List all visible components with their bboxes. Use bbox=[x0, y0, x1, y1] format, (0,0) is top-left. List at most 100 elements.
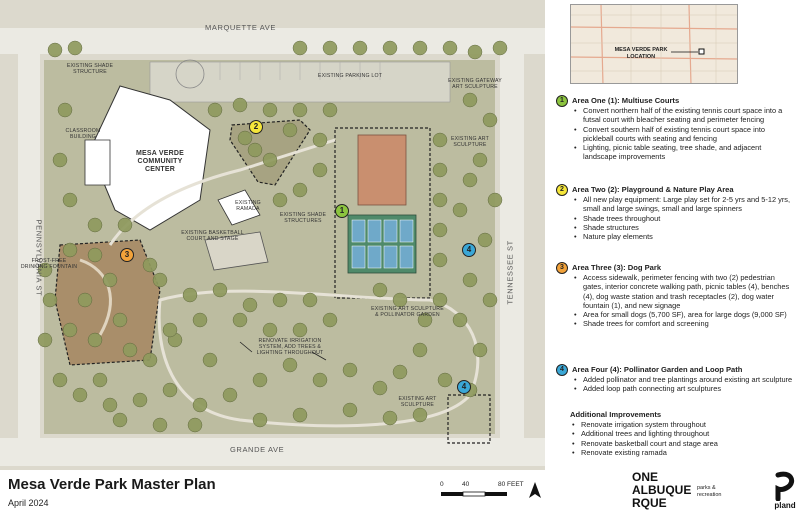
legend-title-one: Area One (1): Multiuse Courts bbox=[572, 96, 680, 105]
tree-icon bbox=[52, 372, 68, 388]
label-shade-structure-nw: EXISTING SHADE STRUCTURE bbox=[66, 63, 114, 75]
tree-icon bbox=[292, 322, 308, 338]
tree-icon bbox=[482, 112, 498, 128]
tree-icon bbox=[467, 44, 483, 60]
tree-icon bbox=[302, 292, 318, 308]
tree-icon bbox=[87, 217, 103, 233]
tree-icon bbox=[112, 412, 128, 428]
tree-icon bbox=[412, 342, 428, 358]
tree-icon bbox=[52, 152, 68, 168]
tree-icon bbox=[432, 162, 448, 178]
label-ramada: EXISTING RAMADA bbox=[235, 200, 261, 212]
tree-icon bbox=[292, 407, 308, 423]
classroom-building bbox=[84, 139, 111, 186]
tree-icon bbox=[392, 364, 408, 380]
tree-icon bbox=[472, 342, 488, 358]
tree-icon bbox=[432, 222, 448, 238]
tree-icon bbox=[62, 242, 78, 258]
scale-end: 80 FEET bbox=[498, 481, 524, 488]
tree-icon bbox=[312, 162, 328, 178]
site-plan-map: MARQUETTE AVE GRANDE AVE PENNSYLVANIA ST… bbox=[0, 0, 545, 470]
abq-logo-line: RQUE bbox=[632, 496, 667, 510]
badge-area-two: 2 bbox=[249, 120, 263, 134]
label-shade-structures: EXISTING SHADE STRUCTURES bbox=[279, 212, 327, 224]
list-item: Lighting, picnic table seating, tree sha… bbox=[574, 143, 794, 162]
tree-icon bbox=[312, 372, 328, 388]
pland-logo-icon bbox=[775, 471, 795, 502]
label-parking-lot: EXISTING PARKING LOT bbox=[317, 73, 383, 79]
label-basketball: EXISTING BASKETBALL COURT AND STAGE bbox=[181, 230, 244, 242]
street-label-west: PENNSYLVANIA ST bbox=[34, 219, 44, 297]
tree-icon bbox=[152, 417, 168, 433]
scale-bar-graphic bbox=[441, 491, 507, 497]
additional-improvements-title: Additional Improvements bbox=[570, 410, 662, 419]
footer-bar bbox=[0, 470, 800, 517]
tree-icon bbox=[432, 292, 448, 308]
label-irrigation: RENOVATE IRRIGATION SYSTEM, ADD TREES & … bbox=[256, 338, 324, 356]
list-item: Renovate existing ramada bbox=[572, 448, 792, 458]
tree-icon bbox=[412, 407, 428, 423]
tree-icon bbox=[462, 172, 478, 188]
tree-icon bbox=[132, 392, 148, 408]
tree-icon bbox=[102, 397, 118, 413]
tree-icon bbox=[62, 192, 78, 208]
legend-list-three: Access sidewalk, perimeter fencing with … bbox=[574, 273, 794, 329]
tree-icon bbox=[472, 152, 488, 168]
label-fountain: FROST-FREE DRINKING FOUNTAIN bbox=[20, 258, 78, 270]
label-art-ne: EXISTING ART SCULPTURE bbox=[450, 136, 490, 148]
list-item: Access sidewalk, perimeter fencing with … bbox=[574, 273, 794, 310]
park-location-marker bbox=[698, 48, 705, 55]
tree-icon bbox=[37, 262, 53, 278]
legend-badge-two: 2 bbox=[556, 184, 568, 196]
tree-icon bbox=[252, 372, 268, 388]
legend-title-two: Area Two (2): Playground & Nature Play A… bbox=[572, 185, 734, 194]
tree-icon bbox=[382, 410, 398, 426]
tree-icon bbox=[207, 102, 223, 118]
list-item: Renovate basketball court and stage area bbox=[572, 439, 792, 449]
futsal-court bbox=[357, 134, 407, 206]
additional-improvements-list: Renovate irrigation system throughout Ad… bbox=[572, 420, 792, 458]
tree-icon bbox=[182, 287, 198, 303]
list-item: Nature play elements bbox=[574, 232, 794, 242]
tree-icon bbox=[432, 192, 448, 208]
tree-icon bbox=[37, 332, 53, 348]
tree-icon bbox=[462, 272, 478, 288]
tree-icon bbox=[152, 272, 168, 288]
badge-area-three: 3 bbox=[120, 248, 134, 262]
list-item: All new play equipment: Large play set f… bbox=[574, 195, 794, 214]
list-item: Convert southern half of existing tennis… bbox=[574, 125, 794, 144]
tree-icon bbox=[47, 42, 63, 58]
tree-icon bbox=[412, 40, 428, 56]
tree-icon bbox=[437, 372, 453, 388]
tree-icon bbox=[292, 102, 308, 118]
tree-icon bbox=[282, 122, 298, 138]
location-inset-map: MESA VERDE PARK LOCATION bbox=[570, 4, 738, 84]
tree-icon bbox=[122, 342, 138, 358]
tree-icon bbox=[482, 292, 498, 308]
tree-icon bbox=[322, 40, 338, 56]
abq-logo-line: ONE bbox=[632, 470, 659, 484]
tree-icon bbox=[262, 322, 278, 338]
list-item: Added loop path connecting art sculpture… bbox=[574, 384, 794, 394]
label-gateway-art: EXISTING GATEWAY ART SCULPTURE bbox=[448, 78, 502, 90]
tree-icon bbox=[452, 312, 468, 328]
legend-list-four: Added pollinator and tree plantings arou… bbox=[574, 375, 794, 394]
tree-icon bbox=[352, 40, 368, 56]
tree-icon bbox=[252, 412, 268, 428]
tree-icon bbox=[442, 40, 458, 56]
tree-icon bbox=[162, 382, 178, 398]
label-art-se: EXISTING ART SCULPTURE bbox=[398, 396, 437, 408]
tree-icon bbox=[102, 272, 118, 288]
tree-icon bbox=[192, 397, 208, 413]
tree-icon bbox=[322, 312, 338, 328]
legend-badge-three: 3 bbox=[556, 262, 568, 274]
plan-date: April 2024 bbox=[8, 498, 49, 508]
tree-icon bbox=[417, 312, 433, 328]
tree-icon bbox=[187, 417, 203, 433]
north-arrow-icon bbox=[529, 482, 541, 498]
scale-mid: 40 bbox=[462, 481, 470, 488]
tree-icon bbox=[87, 247, 103, 263]
basketball-court bbox=[204, 231, 269, 271]
list-item: Area for small dogs (5,700 SF), area for… bbox=[574, 310, 794, 320]
tree-icon bbox=[462, 92, 478, 108]
